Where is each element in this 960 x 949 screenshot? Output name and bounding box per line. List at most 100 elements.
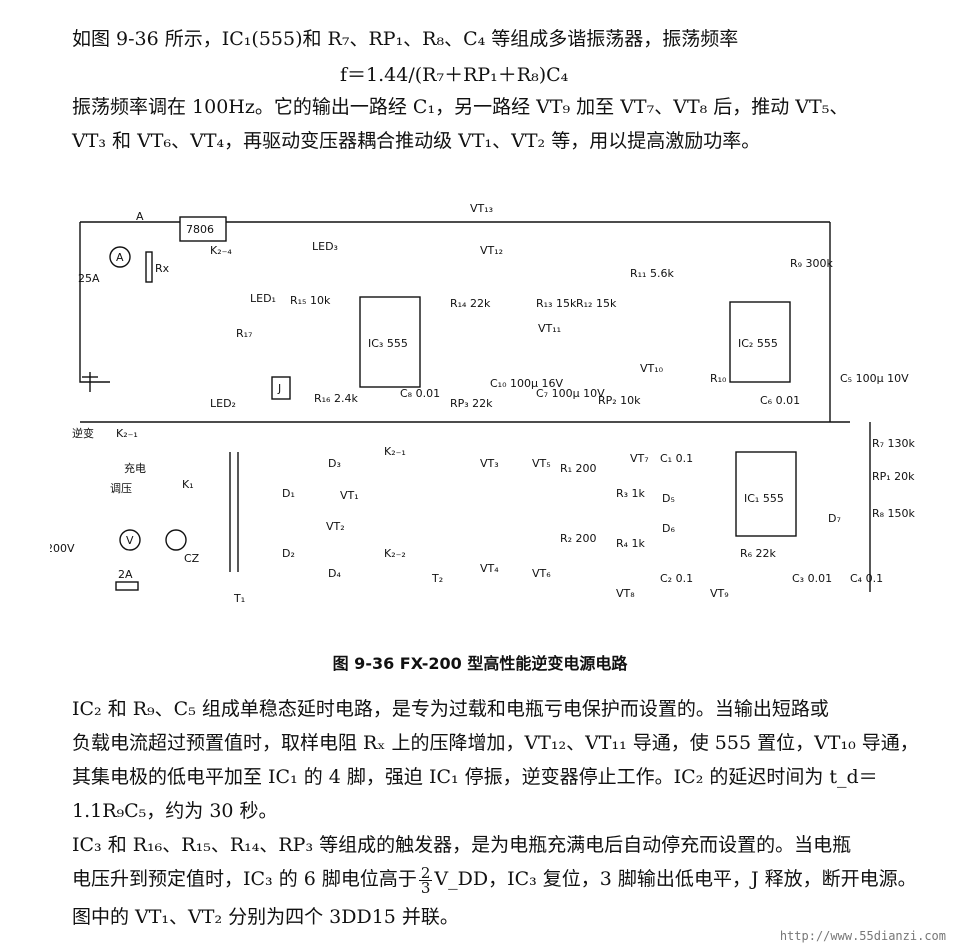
- oscillator-stage: VT₇ R₃ 1k R₄ 1k VT₈ D₅ D₆ C₁ 0.1 C₂ 0.1 …: [616, 422, 916, 600]
- rp1-label: RP₁ 20k: [872, 470, 915, 483]
- fuse-label: 25A: [78, 272, 100, 285]
- r4-label: R₄ 1k: [616, 537, 646, 550]
- r2-label: R₂ 200: [560, 532, 597, 545]
- led1-label: LED₁: [250, 292, 276, 305]
- vt7-label: VT₇: [630, 452, 649, 465]
- vt10-label: VT₁₀: [640, 362, 664, 375]
- d6-label: D₆: [662, 522, 675, 535]
- c3-label: C₃ 0.01: [792, 572, 832, 585]
- vt9-label: VT₉: [710, 587, 729, 600]
- c10-label: C₁₀ 100μ 16V: [490, 377, 563, 390]
- node-a-label: A: [136, 210, 144, 223]
- c1-label: C₁ 0.1: [660, 452, 693, 465]
- r14-label: R₁₄ 22k: [450, 297, 491, 310]
- k1-label: K₁: [182, 478, 194, 491]
- power-stage: D₁ D₂ D₃ D₄ VT₁ VT₂ K₂₋₁ K₂₋₂ T₂ VT₃ VT₄…: [282, 445, 597, 585]
- c2-label: C₂ 0.1: [660, 572, 693, 585]
- frequency-formula: f＝1.44/(R₇＋RP₁＋R₈)C₄: [340, 64, 569, 86]
- led2-label: LED₂: [210, 397, 236, 410]
- fraction-denominator: 3: [420, 878, 431, 897]
- fuse2-label: 2A: [118, 568, 133, 581]
- d1-label: D₁: [282, 487, 295, 500]
- text-line: 负载电流超过预置值时，取样电阻 Rₓ 上的压降增加，VT₁₂、VT₁₁ 导通，使…: [72, 732, 919, 754]
- d7-label: D₇: [828, 512, 841, 525]
- power-section: A A 25A Rx 7806: [78, 210, 830, 392]
- r15-label: R₁₅ 10k: [290, 294, 331, 307]
- c7-label: C₇ 100μ 10V: [536, 387, 605, 400]
- text-fragment: 电压升到预定值时，IC₃ 的 6 脚电位高于: [72, 868, 417, 890]
- ammeter-label: A: [116, 251, 124, 264]
- r1-label: R₁ 200: [560, 462, 597, 475]
- r11-label: R₁₁ 5.6k: [630, 267, 674, 280]
- text-line: 振荡频率调在 100Hz。它的输出一路经 C₁，另一路经 VT₉ 加至 VT₇、…: [72, 96, 849, 118]
- text-line: 图中的 VT₁、VT₂ 分别为四个 3DD15 并联。: [72, 906, 459, 928]
- voltmeter-label: V: [126, 534, 134, 547]
- fraction-numerator: 2: [418, 863, 433, 882]
- nibian-label: 逆变: [72, 426, 94, 440]
- oscillator-paragraph: 振荡频率调在 100Hz。它的输出一路经 C₁，另一路经 VT₉ 加至 VT₇、…: [72, 90, 920, 158]
- k24-label: K₂₋₄: [210, 244, 232, 257]
- r17-label: R₁₇: [236, 327, 252, 340]
- figure-caption: 图 9-36 FX-200 型高性能逆变电源电路: [332, 654, 628, 673]
- note-paragraph: 图中的 VT₁、VT₂ 分别为四个 3DD15 并联。: [72, 900, 920, 934]
- text-line: IC₂ 和 R₉、C₅ 组成单稳态延时电路，是专为过载和电瓶亏电保护而设置的。当…: [72, 698, 829, 720]
- vt12-label: VT₁₂: [480, 244, 503, 257]
- vt6-label: VT₆: [532, 567, 551, 580]
- regulator-label: 7806: [186, 223, 214, 236]
- c6-label: C₆ 0.01: [760, 394, 800, 407]
- r12-label: R₁₂ 15k: [576, 297, 617, 310]
- vt11-label: VT₁₁: [538, 322, 561, 335]
- c4-label: C₄ 0.1: [850, 572, 883, 585]
- vt4-label: VT₄: [480, 562, 499, 575]
- protection-paragraph: IC₂ 和 R₉、C₅ 组成单稳态延时电路，是专为过载和电瓶亏电保护而设置的。当…: [72, 692, 920, 828]
- r13-label: R₁₃ 15k: [536, 297, 577, 310]
- ic2-section: IC₂ 555 R₉ 300k C₆ 0.01 C₅ 100μ 10V: [729, 222, 909, 422]
- circuit-diagram: A A 25A Rx 7806 K₂₋₄ LED₁ LED₃ R₁₅ 10k R…: [50, 202, 916, 605]
- protection-section: VT₁₃ VT₁₂ R₁₃ 15k VT₁₁ C₇ 100μ 10V R₁₂ 1…: [470, 202, 751, 407]
- watermark: http://www.55dianzi.com: [779, 929, 946, 943]
- ic1-label: IC₁ 555: [744, 492, 784, 505]
- c5-label: C₅ 100μ 10V: [840, 372, 909, 385]
- text-line: 如图 9-36 所示，IC₁(555)和 R₇、RP₁、R₈、C₄ 等组成多谐振…: [72, 28, 739, 50]
- r3-label: R₃ 1k: [616, 487, 646, 500]
- text-line: IC₃ 和 R₁₆、R₁₅、R₁₄、RP₃ 等组成的触发器，是为电瓶充满电后自动…: [72, 834, 852, 856]
- rp3-label: RP₃ 22k: [450, 397, 493, 410]
- vt5-label: VT₅: [532, 457, 551, 470]
- chongdian-label: 充电: [124, 461, 146, 475]
- rp2-label: RP₂ 10k: [598, 394, 641, 407]
- vt13-label: VT₁₃: [470, 202, 493, 215]
- tiaoya-label: 调压: [110, 482, 132, 495]
- ic3-section: K₂₋₄ LED₁ LED₃ R₁₅ 10k R₁₇ LED₂ J R₁₆ 2.…: [210, 240, 563, 410]
- r7-label: R₇ 130k: [872, 437, 916, 450]
- text-fragment: V_DD，IC₃ 复位，3 脚输出低电平，J 释放，断开电源。: [434, 868, 917, 890]
- t2-label: T₂: [431, 572, 443, 585]
- text-line: 1.1R₉C₅，约为 30 秒。: [72, 800, 278, 822]
- text-line: VT₃ 和 VT₆、VT₄，再驱动变压器耦合推动级 VT₁、VT₂ 等，用以提高…: [72, 130, 761, 152]
- ic3-label: IC₃ 555: [368, 337, 408, 350]
- vt3-label: VT₃: [480, 457, 499, 470]
- d3-label: D₃: [328, 457, 341, 470]
- trigger-paragraph: IC₃ 和 R₁₆、R₁₅、R₁₄、RP₃ 等组成的触发器，是为电瓶充满电后自动…: [72, 828, 920, 896]
- intro-paragraph: 如图 9-36 所示，IC₁(555)和 R₇、RP₁、R₈、C₄ 等组成多谐振…: [72, 22, 920, 56]
- r6-label: R₆ 22k: [740, 547, 777, 560]
- rx-label: Rx: [155, 262, 170, 275]
- led3-label: LED₃: [312, 240, 338, 253]
- k22-label: K₂₋₂: [384, 547, 406, 560]
- vt8-label: VT₈: [616, 587, 635, 600]
- k21b-label: K₂₋₁: [384, 445, 406, 458]
- c8-label: C₈ 0.01: [400, 387, 440, 400]
- d4-label: D₄: [328, 567, 341, 580]
- cz-label: CZ: [184, 552, 200, 565]
- vt2-label: VT₂: [326, 520, 345, 533]
- vt1-label: VT₁: [340, 489, 359, 502]
- d5-label: D₅: [662, 492, 675, 505]
- k21-label: K₂₋₁: [116, 427, 138, 440]
- r9-label: R₉ 300k: [790, 257, 834, 270]
- text-line: 其集电极的低电平加至 IC₁ 的 4 脚，强迫 IC₁ 停振，逆变器停止工作。I…: [72, 766, 878, 788]
- relay-label: J: [277, 382, 281, 395]
- r8-label: R₈ 150k: [872, 507, 916, 520]
